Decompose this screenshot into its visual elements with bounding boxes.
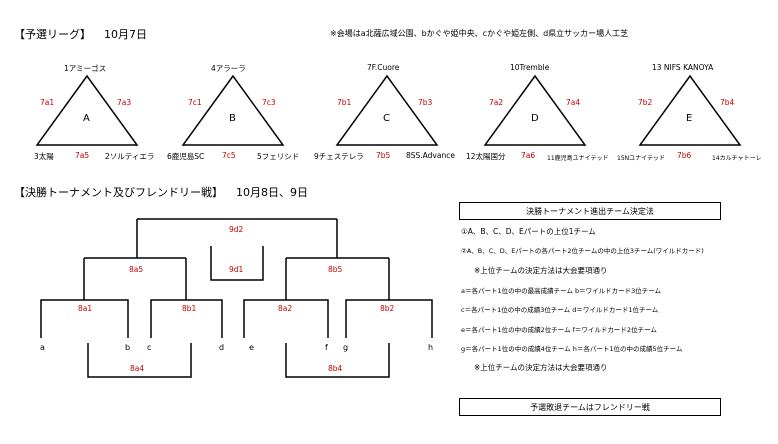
- match-8a4: 8a4: [130, 364, 145, 373]
- group-a-left-team: 3太陽: [34, 152, 54, 161]
- group-d-right-team: 11鹿児島ユナイテッド: [547, 155, 609, 162]
- match-8b5: 8b5: [328, 265, 343, 274]
- slot-b: b: [125, 343, 131, 352]
- group-c-match-left: 7b1: [337, 98, 352, 107]
- rule-line-1: ①A、B、C、D、Eパートの上位1チーム: [461, 227, 596, 236]
- venue-note: ※会場はa北薩広域公園、bかぐや姫中央、cかぐや姫左側、d県立サッカー場人工芝: [330, 29, 629, 38]
- group-b-top-team: 4アラーラ: [211, 64, 246, 73]
- slot-g: g: [343, 343, 349, 352]
- group-e-label: E: [686, 113, 693, 124]
- group-b-label: B: [229, 113, 236, 124]
- group-c-right-team: 8SS.Advance: [406, 151, 455, 160]
- group-b-left-team: 6鹿児島SC: [167, 152, 205, 161]
- league-title: 【予選リーグ】: [14, 28, 91, 41]
- rule-line-4: a＝各パート1位の中の最高成績チーム b＝ワイルドカード3位チーム: [461, 287, 662, 295]
- group-e-match-bottom: 7b6: [677, 151, 692, 160]
- group-e-top-team: 13 NIFS KANOYA: [652, 63, 714, 72]
- group-c-top-team: 7F.Cuore: [367, 63, 400, 72]
- group-e-left-team: 15Nユナイテッド: [617, 155, 666, 162]
- group-b-match-right: 7c3: [262, 98, 276, 107]
- group-c-match-bottom: 7b5: [376, 151, 391, 160]
- slot-f: f: [325, 343, 328, 352]
- rule-line-2: ②A、B、C、D、Eパートの各パート2位チームの中の上位3チーム(ワイルドカード…: [461, 247, 704, 255]
- slot-d: d: [219, 343, 225, 352]
- league-date: 10月7日: [104, 28, 147, 41]
- triangle-e: [638, 74, 742, 146]
- triangle-b: [181, 74, 285, 146]
- group-e-match-left: 7b2: [638, 98, 653, 107]
- match-8a5: 8a5: [129, 265, 144, 274]
- slot-e: e: [249, 343, 254, 352]
- group-b-match-left: 7c1: [188, 98, 202, 107]
- bracket-lines: [40, 218, 433, 378]
- rule-line-3: ※上位チームの決定方法は大会要項通り: [474, 266, 608, 275]
- triangle-c: [335, 74, 439, 146]
- match-9d1: 9d1: [229, 265, 244, 274]
- group-e-match-right: 7b4: [720, 98, 735, 107]
- group-e-right-team: 14カルチャトーレ: [712, 155, 762, 162]
- group-a-right-team: 2ソルティエラ: [105, 152, 155, 161]
- tournament-dates: 10月8日、9日: [236, 186, 308, 199]
- rule-line-7: g＝各パート1位の中の成績4位チーム h＝各パート1位の中の成績5位チーム: [461, 345, 683, 353]
- group-a-label: A: [83, 113, 90, 124]
- group-d-match-left: 7a2: [489, 98, 504, 107]
- group-a-top-team: 1アミーゴス: [64, 64, 107, 73]
- rule-line-5: c＝各パート1位の中の成績3位チーム d＝ワイルドカード1位チーム: [461, 306, 659, 314]
- group-c-left-team: 9チェステレラ: [314, 152, 364, 161]
- friendly-note: 予選敗退チームはフレンドリー戦: [530, 402, 650, 412]
- slot-h: h: [428, 343, 434, 352]
- match-8b1: 8b1: [182, 304, 197, 313]
- match-9d2: 9d2: [229, 225, 244, 234]
- group-d-match-bottom: 7a6: [521, 151, 536, 160]
- rule-line-6: e＝各パート1位の中の成績2位チーム f＝ワイルドカード2位チーム: [461, 326, 657, 334]
- friendly-box: 予選敗退チームはフレンドリー戦: [459, 398, 721, 416]
- group-d-label: D: [531, 113, 539, 124]
- match-8a1: 8a1: [78, 304, 93, 313]
- match-8a2: 8a2: [278, 304, 293, 313]
- group-a-match-bottom: 7a5: [75, 151, 90, 160]
- rules-title: 決勝トーナメント進出チーム決定法: [526, 206, 654, 216]
- group-c-match-right: 7b3: [418, 98, 433, 107]
- group-d-left-team: 12太陽国分: [466, 152, 506, 161]
- triangle-d: [483, 74, 587, 146]
- slot-c: c: [147, 343, 152, 352]
- group-c-label: C: [383, 113, 390, 124]
- slot-a: a: [40, 343, 45, 352]
- group-d-match-right: 7a4: [566, 98, 581, 107]
- group-b-match-bottom: 7c5: [222, 151, 236, 160]
- group-a-match-left: 7a1: [40, 98, 55, 107]
- tournament-title: 【決勝トーナメント及びフレンドリー戦】: [14, 186, 223, 199]
- match-8b4: 8b4: [328, 364, 343, 373]
- group-b-right-team: 5フェリシド: [257, 152, 300, 161]
- triangle-a: [35, 74, 139, 146]
- group-d-top-team: 10Tremble: [510, 63, 550, 72]
- match-8b2: 8b2: [380, 304, 395, 313]
- group-a-match-right: 7a3: [117, 98, 132, 107]
- rule-line-8: ※上位チームの決定方法は大会要項通り: [474, 363, 608, 372]
- rules-title-box: 決勝トーナメント進出チーム決定法: [459, 202, 721, 220]
